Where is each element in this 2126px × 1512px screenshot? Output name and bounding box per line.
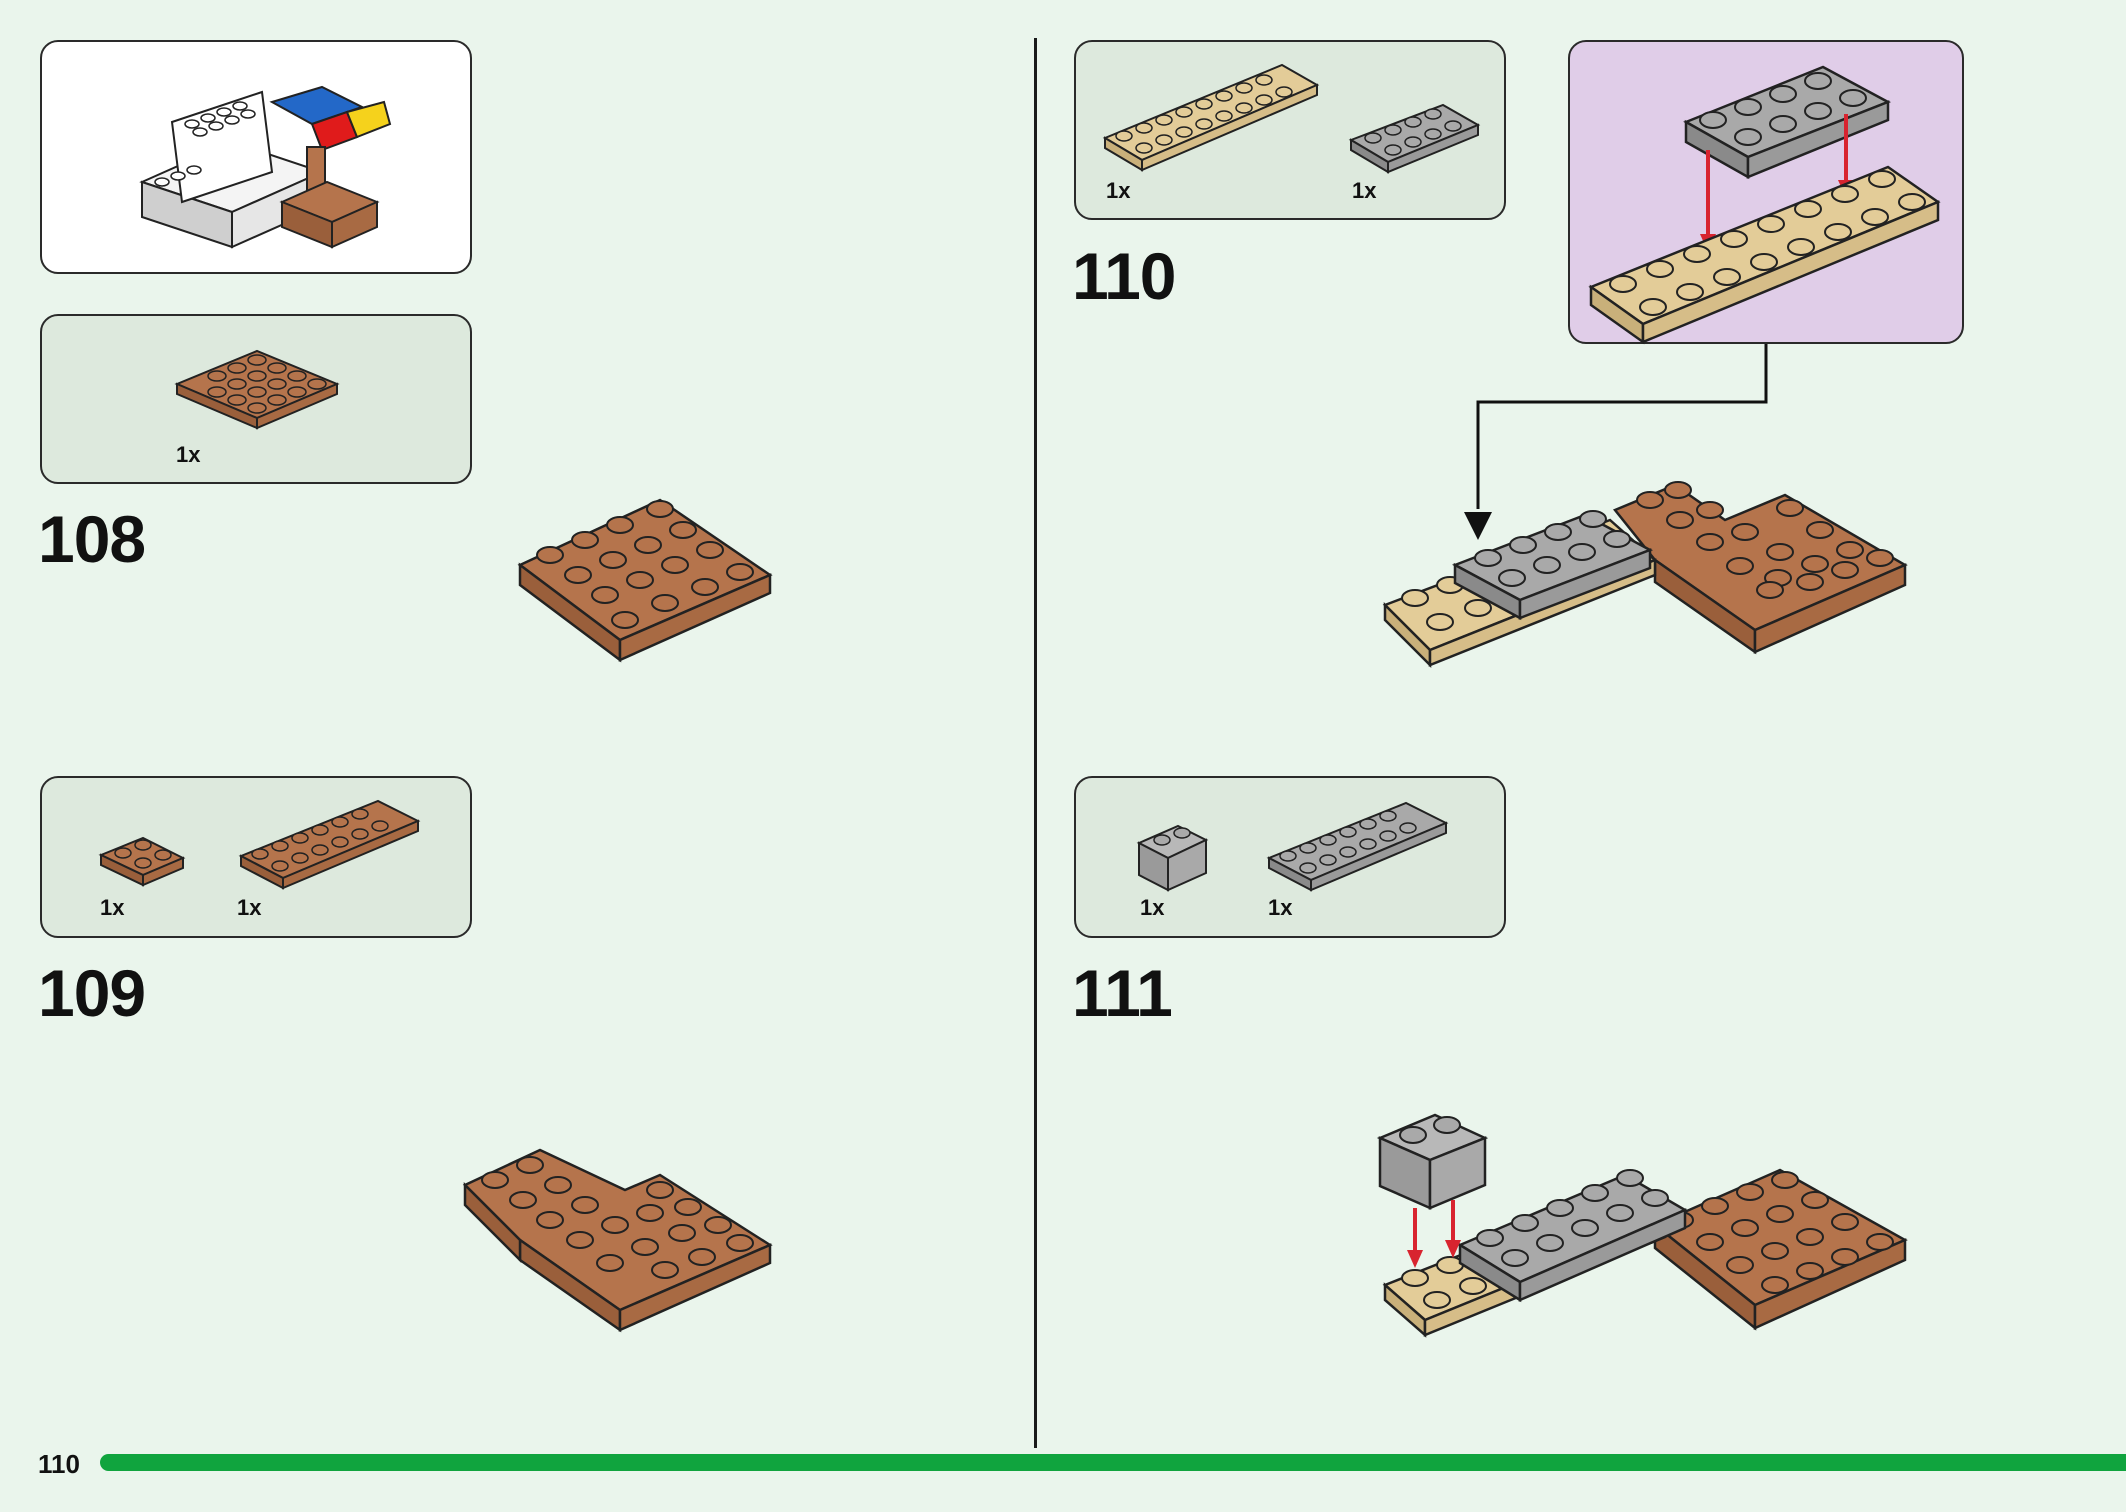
part-qty: 1x [1352,178,1377,203]
callout-panel-step-110 [1568,40,1964,345]
parts-panel-step-108: 1x [40,314,472,484]
parts-panel-step-110: 1x 1x [1074,40,1506,220]
step-number: 109 [38,956,146,1030]
page-number: 110 [38,1449,80,1479]
part-qty: 1x [1140,895,1165,920]
part-qty: 1x [237,895,262,920]
step-111-build-image [1376,1113,1908,1338]
part-qty: 1x [176,442,201,467]
callout-connector-arrow [1464,344,1768,540]
gray-2x6-plate-icon [1266,801,1449,892]
step-number: 110 [1072,239,1176,313]
gray-1x2-brick-icon [1136,824,1209,892]
step-number: 108 [38,502,146,576]
brown-2x6-plate-icon [238,799,421,890]
step-109-build-image [462,1148,773,1333]
submodel-preview-panel [40,40,472,274]
callout-subassembly-image [1588,65,1941,345]
progress-bar [100,1454,2126,1471]
brown-4x4-plate-icon [174,349,340,430]
step-108-build-image [517,498,773,663]
step-number: 111 [1072,956,1173,1030]
step-110-build-image [1382,481,1908,669]
brown-2x2-plate-icon [98,836,186,887]
gray-2x4-plate-icon [1348,103,1481,174]
tan-2x8-plate-icon [1102,63,1320,172]
part-qty: 1x [100,895,125,920]
page-divider [1034,38,1037,1448]
part-qty: 1x [1106,178,1131,203]
submodel-preview-image [139,85,392,249]
parts-panel-step-111: 1x 1x [1074,776,1506,938]
part-qty: 1x [1268,895,1293,920]
parts-panel-step-109: 1x 1x [40,776,472,938]
